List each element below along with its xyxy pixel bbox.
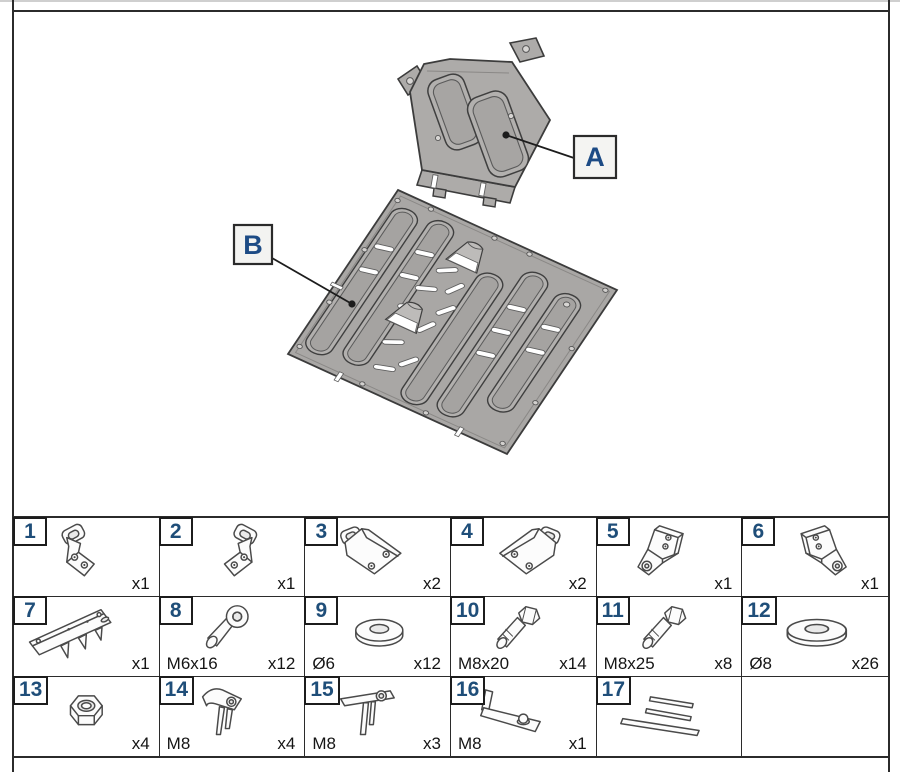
part-size-label: M8x25 <box>603 653 655 673</box>
part-qty-label: x1 <box>568 734 587 753</box>
part-number-badge: 13 <box>13 675 49 705</box>
leader-line-a <box>502 131 575 159</box>
part-cell-14: 14 M8 x4 <box>158 675 306 756</box>
page-left-border-top <box>12 0 14 10</box>
leader-line-b <box>271 257 356 308</box>
part-qty-label: x1 <box>131 653 150 673</box>
part-cell-1: 1 x1 <box>13 517 160 598</box>
part-qty-label: x8 <box>714 653 733 673</box>
part-qty-label: x12 <box>267 653 296 673</box>
vent-scoop <box>446 237 492 274</box>
part-number-badge: 12 <box>741 596 777 626</box>
part-cell-6: 6 x1 <box>741 517 888 598</box>
part-cell-4: 4 x2 <box>450 517 597 598</box>
part-size-label: M8 <box>166 734 191 753</box>
part-cell-12: 12 Ø8 x26 <box>741 596 888 677</box>
part-size-label: Ø8 <box>749 653 773 673</box>
part-qty-label: x2 <box>568 574 587 594</box>
part-cell-5: 5 x1 <box>595 517 743 598</box>
part-size-label: Ø6 <box>312 653 336 673</box>
label-a-text: A <box>585 142 605 172</box>
part-qty-label: x26 <box>851 653 879 673</box>
part-number-badge: 9 <box>304 596 339 626</box>
part-number-badge: 16 <box>450 675 486 705</box>
label-a-box: A <box>572 134 618 180</box>
part-number-badge: 2 <box>158 517 193 546</box>
part-qty-label: x2 <box>423 574 441 594</box>
parts-list-table: 1 x1 2 x1 3 x2 4 x2 5 x1 6 x1 7 x1 8 M6x… <box>12 517 890 758</box>
part-size-label: M8x20 <box>458 653 510 673</box>
part-number-badge: 7 <box>13 596 47 626</box>
part-size-label: M8 <box>312 734 336 753</box>
part-number-badge: 1 <box>13 517 47 546</box>
part-number-badge: 4 <box>450 517 484 546</box>
part-number-badge: 15 <box>304 675 340 705</box>
part-number-badge: 11 <box>595 596 630 626</box>
plate-a-drawing <box>396 37 552 208</box>
part-qty-label: x3 <box>423 734 441 753</box>
part-size-label: M6x16 <box>166 653 218 673</box>
part-cell-7: 7 x1 <box>13 596 160 677</box>
part-number-badge: 5 <box>595 517 630 546</box>
part-number-badge: 6 <box>741 517 776 546</box>
label-b-text: B <box>243 230 263 260</box>
part-qty-label: x1 <box>861 574 879 594</box>
vent-scoop <box>386 297 432 334</box>
label-b-box: B <box>232 223 274 266</box>
part-cell-3: 3 x2 <box>304 517 451 598</box>
part-cell-2: 2 x1 <box>158 517 306 598</box>
part-cell-17: 17 <box>595 675 743 756</box>
part-number-badge: 14 <box>158 675 195 705</box>
part-cell-9: 9 Ø6 x12 <box>304 596 451 677</box>
empty-cell <box>742 677 888 756</box>
part-cell-8: 8 M6x16 x12 <box>158 596 306 677</box>
part-number-badge: 17 <box>595 675 632 705</box>
part-qty-label: x1 <box>131 574 150 594</box>
part-qty-label: x1 <box>277 574 296 594</box>
part-number-badge: 3 <box>304 517 339 546</box>
part-size-label: M8 <box>458 734 482 753</box>
part-qty-label: x4 <box>131 734 150 753</box>
assembly-diagram-panel: A B <box>12 10 890 518</box>
part-qty-label: x1 <box>714 574 733 594</box>
part-number-badge: 10 <box>450 596 486 626</box>
part-cell-16: 16 M8 x1 <box>450 675 597 756</box>
page-right-border-bottom <box>888 758 890 772</box>
part-cell-11: 11 M8x25 x8 <box>595 596 743 677</box>
part-cell-13: 13 x4 <box>13 675 160 756</box>
page-top-cut-line <box>0 0 900 2</box>
part-qty-label: x4 <box>277 734 296 753</box>
part-qty-label: x12 <box>413 653 441 673</box>
assembly-diagram: A B <box>232 37 888 516</box>
part-qty-label: x14 <box>559 653 587 673</box>
part-cell-15: 15 M8 x3 <box>304 675 451 756</box>
plate-b-drawing <box>282 189 617 458</box>
part-number-badge: 8 <box>158 596 193 626</box>
part-cell-10: 10 M8x20 x14 <box>450 596 597 677</box>
page-right-border-top <box>888 0 890 10</box>
page-left-border-bottom <box>12 758 14 772</box>
